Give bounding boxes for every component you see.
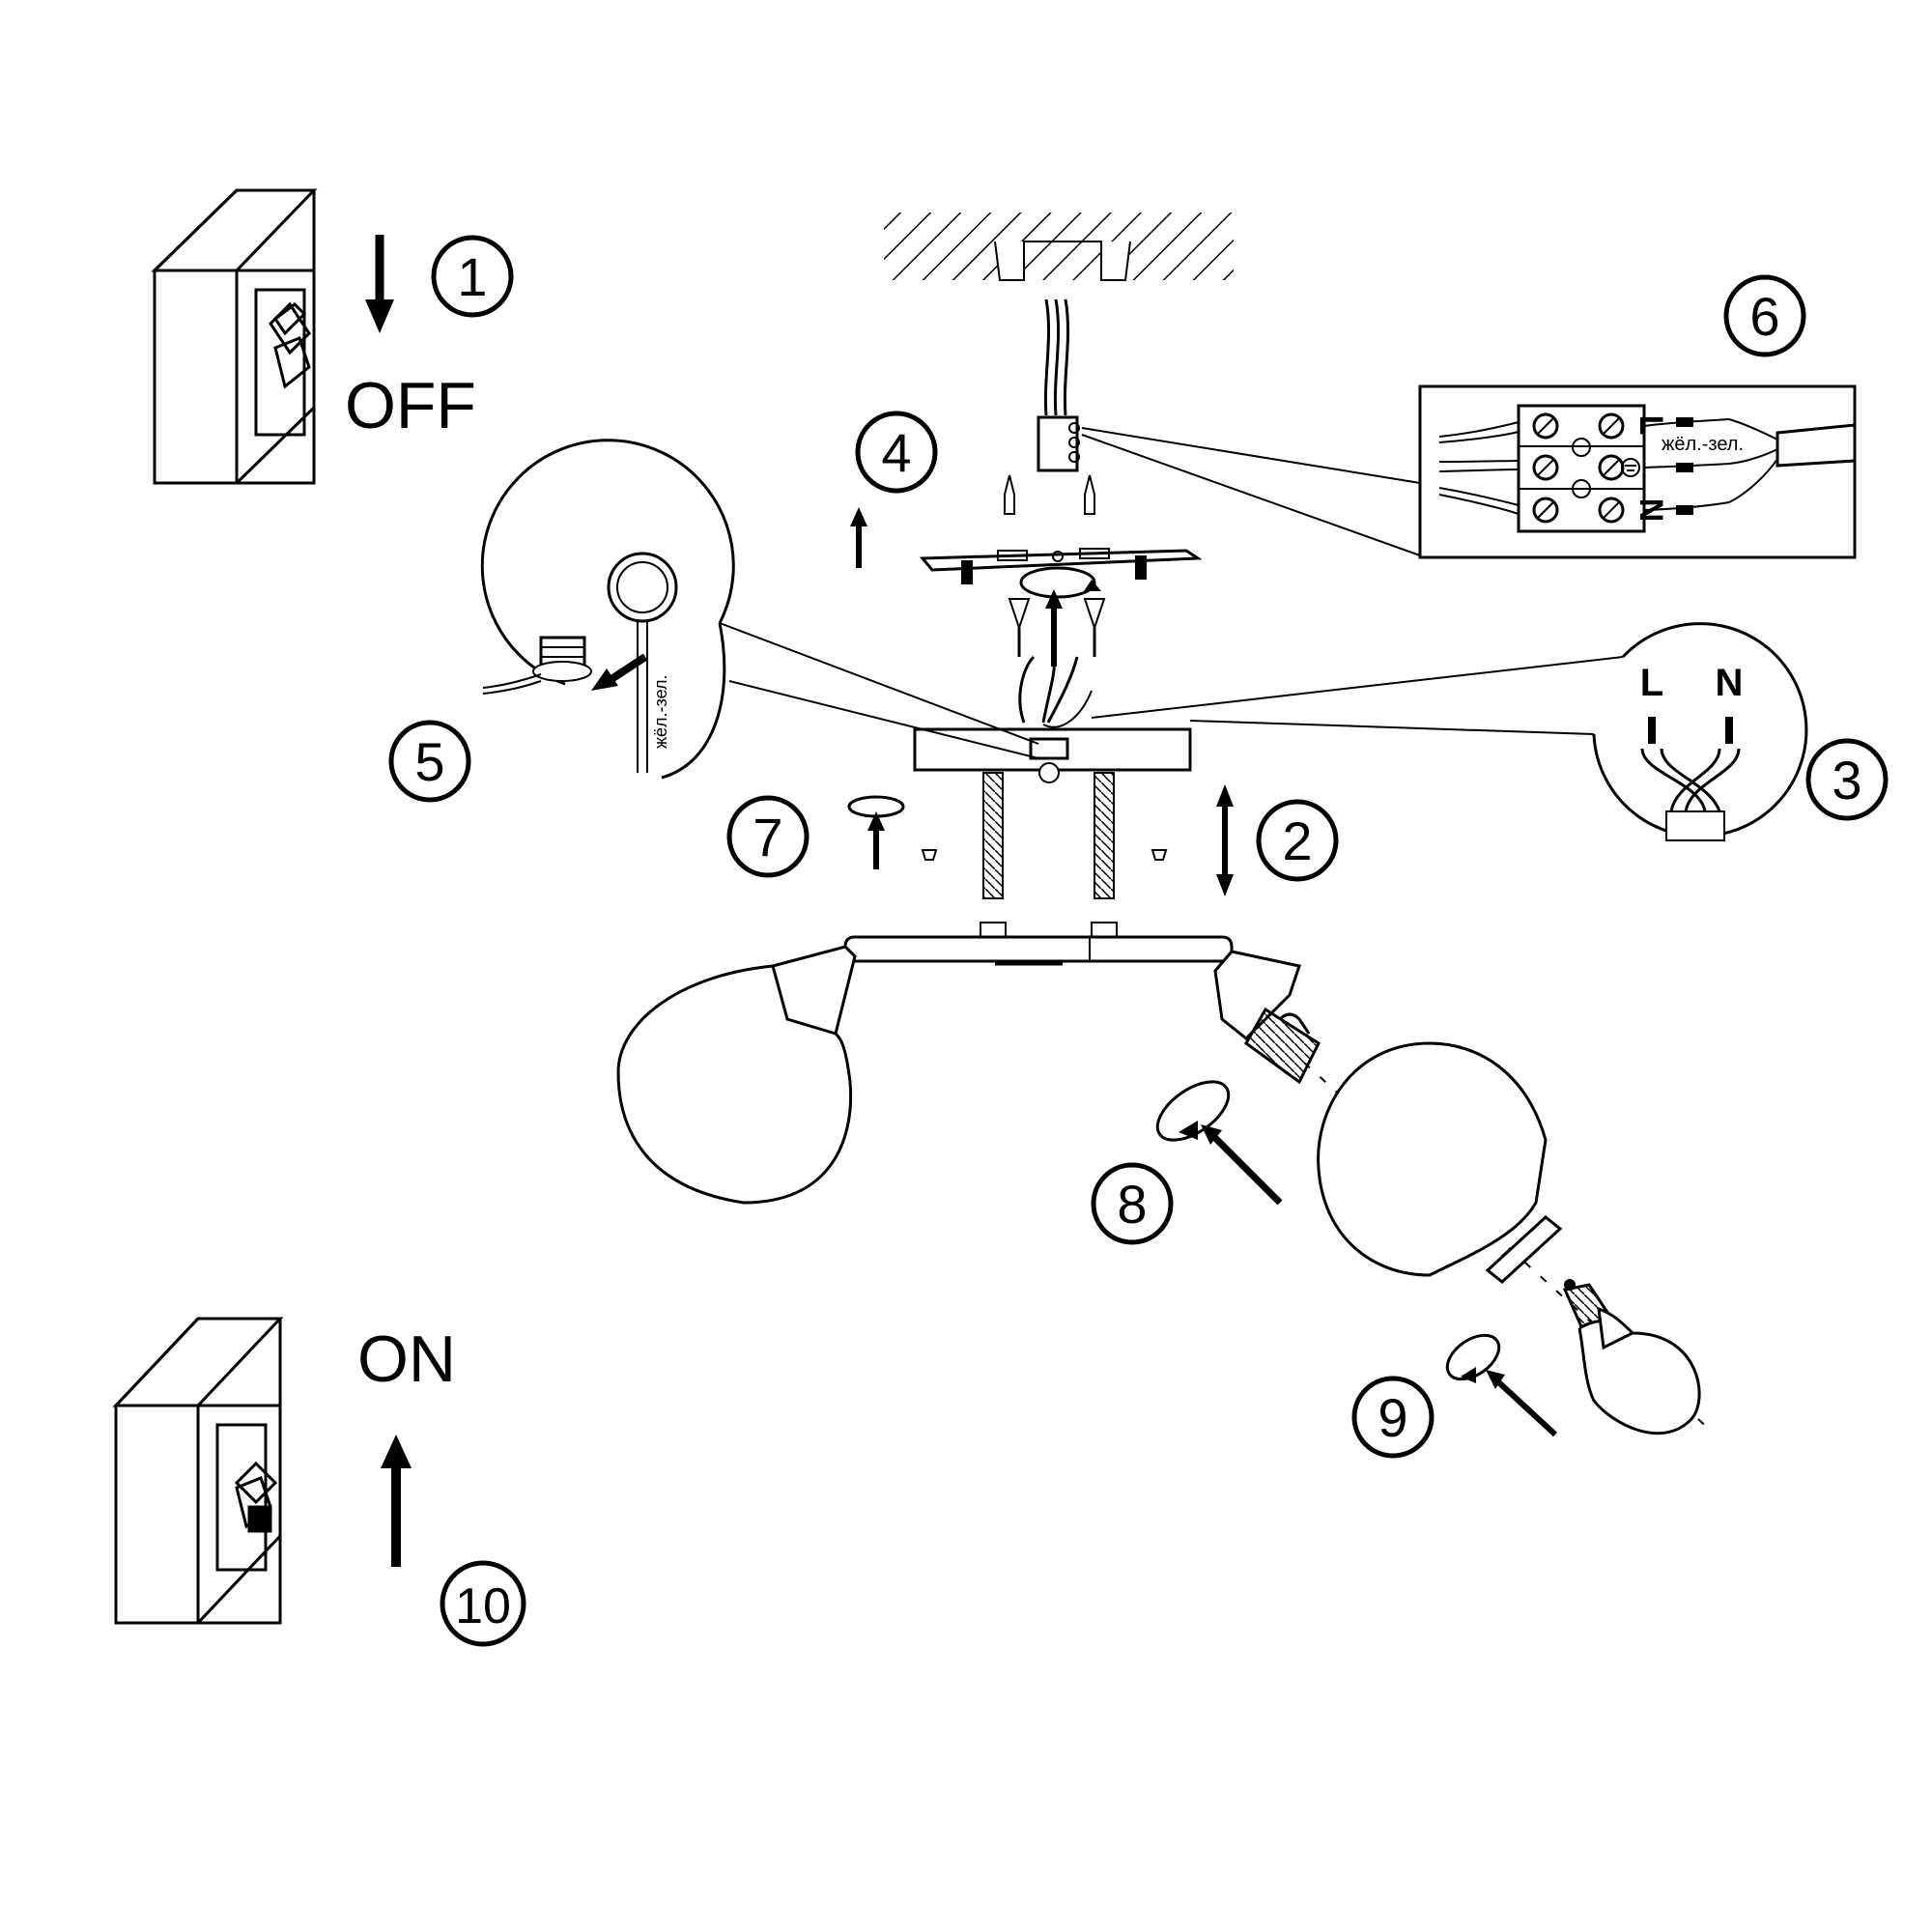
step-1-badge: 1 [431,235,514,318]
step-2-badge: 2 [1256,799,1339,882]
ground-wire-label: жёл.-зел. [651,674,670,749]
mounting-bracket [919,548,1203,584]
step-10-number: 10 [455,1578,511,1634]
step-8-badge: 8 [1091,1162,1174,1245]
nut-rotate-icon [847,795,905,869]
step-9-badge: 9 [1351,1376,1435,1459]
threaded-rods [921,772,1168,945]
left-glass-shade [616,945,857,1205]
terminal-ground-wire-label: жёл.-зел. [1662,434,1744,455]
step-8-number: 8 [1117,1174,1147,1235]
socket-ring [1485,1215,1563,1284]
step-3-number: 3 [1832,750,1861,810]
light-bulb [1562,1279,1701,1435]
step-10-badge: 10 [440,1560,526,1647]
center-arrow-up-icon [1045,589,1063,667]
wires-LN-detail: L N [1091,622,1808,841]
switch-off-icon [151,188,318,485]
step-7-badge: 7 [726,795,810,878]
step-6-number: 6 [1749,286,1779,347]
right-socket [1213,950,1321,1085]
arrow-up-icon [850,507,867,568]
step-4-number: 4 [881,422,911,483]
right-glass-shade [1317,1041,1548,1277]
terminal-detail-box: L N жёл.-зел. [1418,384,1857,559]
switch-off-label: OFF [345,369,476,442]
switch-on-icon [112,1317,284,1625]
step-3-badge: 3 [1805,738,1889,821]
wire-N-label: N [1716,662,1744,704]
shade-ring [1155,1080,1283,1206]
wire-L-label: L [1640,662,1663,704]
arrow-up-large-icon [381,1435,412,1567]
step-9-number: 9 [1378,1387,1407,1448]
mounting-screws [1008,598,1106,657]
ground-screw-detail: жёл.-зел. [480,439,1039,780]
step-6-badge: 6 [1723,274,1806,357]
lamp-arm [843,935,1234,966]
double-arrow-icon [1216,784,1234,896]
canopy [913,655,1192,783]
step-7-number: 7 [753,807,782,867]
ceiling [884,213,1234,472]
arrow-down-icon [365,235,394,333]
wall-anchors [1004,474,1095,515]
step-4-badge: 4 [855,411,938,494]
step-5-badge: 5 [388,720,471,803]
step-1-number: 1 [457,246,487,307]
bulb-ring [1445,1333,1558,1437]
step-2-number: 2 [1282,810,1312,871]
rotate-icon [1019,566,1101,599]
switch-on-label: ON [357,1322,456,1396]
step-5-number: 5 [414,731,444,792]
ground-symbol-icon [1621,458,1640,477]
